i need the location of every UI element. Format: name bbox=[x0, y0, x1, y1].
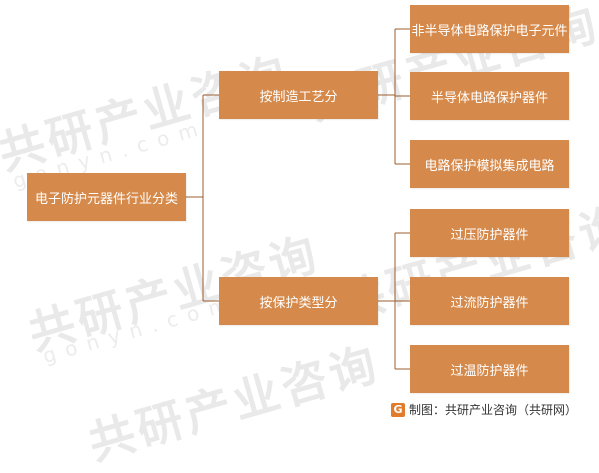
leaf-label: 过温防护器件 bbox=[450, 363, 529, 379]
leaf-node: 过温防护器件 bbox=[410, 345, 569, 393]
source-text: 制图：共研产业咨询（共研网） bbox=[409, 403, 578, 417]
leaf-node: 半导体电路保护器件 bbox=[410, 72, 569, 120]
category-label: 按制造工艺分 bbox=[259, 89, 338, 105]
tree-connectors bbox=[186, 28, 410, 370]
root-label: 电子防护元器件行业分类 bbox=[34, 191, 178, 207]
leaf-label: 过压防护器件 bbox=[450, 227, 529, 243]
category-node-protection-type: 按保护类型分 bbox=[219, 277, 378, 325]
category-node-process: 按制造工艺分 bbox=[219, 71, 378, 119]
category-label: 按保护类型分 bbox=[259, 295, 338, 311]
brand-logo-icon: G bbox=[391, 402, 405, 417]
source-footer: G 制图：共研产业咨询（共研网） bbox=[391, 401, 577, 418]
leaf-node: 电路保护模拟集成电路 bbox=[410, 140, 569, 188]
leaf-node: 非半导体电路保护电子元件 bbox=[410, 5, 569, 53]
leaf-label: 电路保护模拟集成电路 bbox=[424, 158, 555, 174]
leaf-label: 半导体电路保护器件 bbox=[430, 90, 548, 106]
leaf-label: 非半导体电路保护电子元件 bbox=[411, 23, 568, 39]
root-node: 电子防护元器件行业分类 bbox=[27, 173, 186, 221]
leaf-node: 过压防护器件 bbox=[410, 209, 569, 257]
leaf-label: 过流防护器件 bbox=[450, 295, 529, 311]
leaf-node: 过流防护器件 bbox=[410, 277, 569, 325]
